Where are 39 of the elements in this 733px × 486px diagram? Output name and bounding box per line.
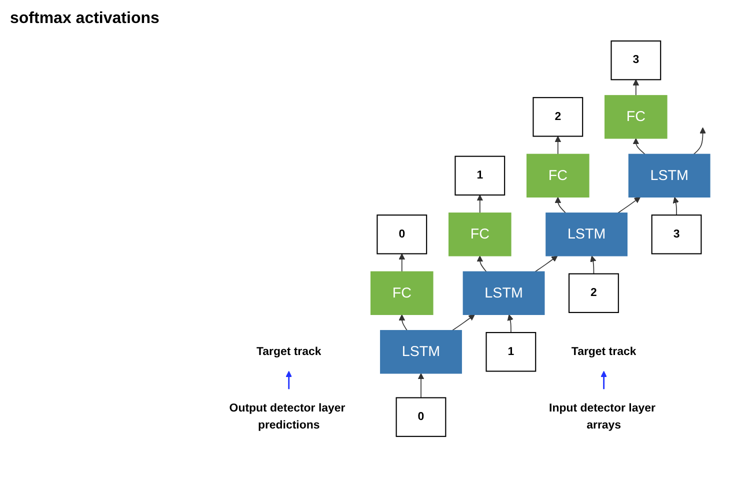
arrow <box>398 314 408 331</box>
arrow <box>398 253 406 272</box>
arrow <box>452 314 475 331</box>
arrow <box>286 370 292 390</box>
node-box: FC <box>604 95 668 139</box>
node-box: FC <box>448 212 512 256</box>
arrow <box>418 373 424 398</box>
node-box: FC <box>526 154 590 198</box>
node-box: LSTM <box>380 330 462 374</box>
arrow <box>632 79 640 96</box>
node-text: Target track <box>256 345 322 358</box>
arrow <box>476 256 487 272</box>
annotation-text: softmax activations <box>10 10 160 28</box>
node-text: Target track <box>571 345 636 358</box>
arrow <box>600 370 607 390</box>
node-box: LSTM <box>628 154 710 198</box>
node-box: FC <box>370 271 434 315</box>
node-box: 3 <box>651 214 702 254</box>
node-box: 0 <box>376 214 428 254</box>
node-box: 1 <box>454 156 506 196</box>
arrow <box>632 138 646 155</box>
node-box: 1 <box>486 332 536 372</box>
node-box: 0 <box>396 397 446 437</box>
node-text: Input detector layer arrays <box>549 402 656 432</box>
node-box: 2 <box>532 97 584 137</box>
arrow <box>693 127 706 155</box>
arrow <box>507 314 514 333</box>
arrow <box>618 196 640 214</box>
node-text: Output detector layer predictions <box>229 402 346 432</box>
arrow <box>476 194 484 214</box>
node-box: LSTM <box>546 212 628 256</box>
arrow <box>672 196 680 216</box>
node-box: LSTM <box>462 271 545 315</box>
arrow <box>534 256 558 272</box>
arrow <box>590 256 596 274</box>
arrow <box>554 196 566 214</box>
node-box: 2 <box>568 273 619 314</box>
arrow <box>554 136 562 155</box>
node-box: 3 <box>610 40 662 80</box>
